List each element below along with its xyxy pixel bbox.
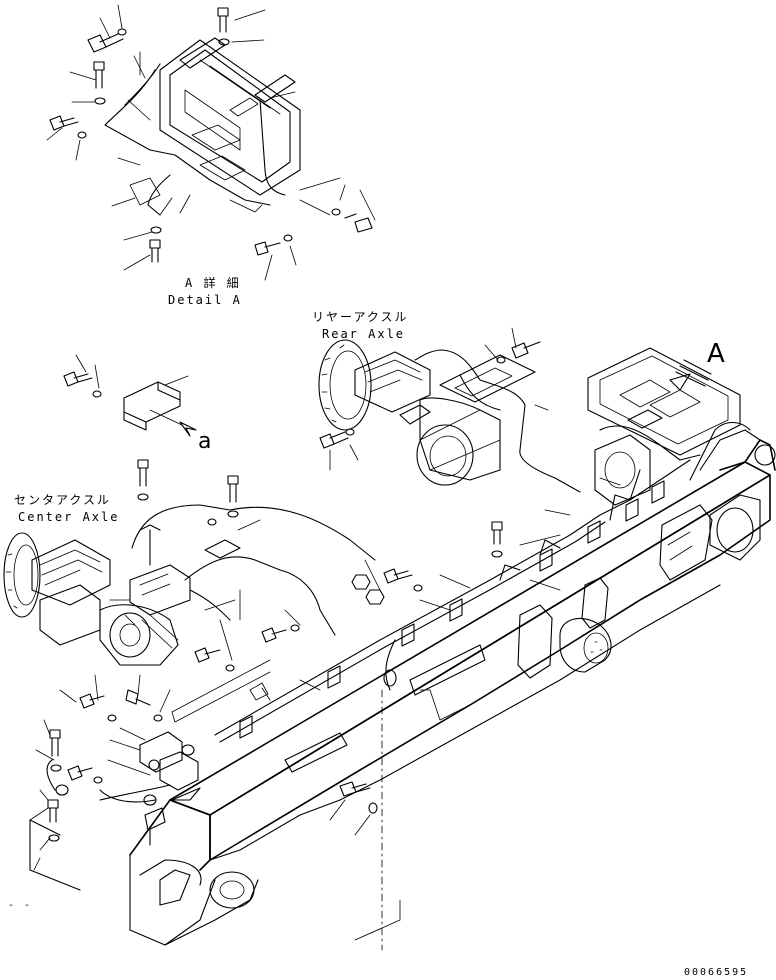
- bolt-icon: [126, 690, 150, 705]
- bolt-icon: [195, 648, 220, 662]
- bolt-icon: [228, 476, 238, 502]
- bolt-icon: [48, 800, 58, 822]
- view-a-marker: A: [670, 339, 725, 390]
- bolt-icon: [80, 694, 104, 708]
- bolt-icon: [340, 782, 370, 796]
- center-axle-en-label: Center Axle: [18, 510, 119, 524]
- center-axle-jp-label: センタアクスル: [14, 493, 111, 507]
- bolt-icon: [88, 34, 123, 52]
- detail-a-jp-label: A 詳 細: [185, 275, 241, 290]
- bolt-icon: [492, 522, 502, 544]
- detail-a-en-label: Detail A: [168, 293, 242, 307]
- rear-axle-assembly: リヤーアクスル Rear Axle: [312, 310, 580, 492]
- view-a-small-label: a: [198, 429, 211, 454]
- bolt-icon: [345, 214, 372, 232]
- bolt-icon: [218, 8, 228, 32]
- rear-axle-en-label: Rear Axle: [322, 327, 405, 341]
- detail-a-assembly: A 詳 細 Detail A: [47, 5, 375, 307]
- bolt-icon: [50, 730, 60, 756]
- bolt-icon: [320, 432, 348, 448]
- drawing-number: 00066595: [684, 967, 748, 978]
- lower-left-parts: [30, 675, 377, 890]
- rear-axle-jp-label: リヤーアクスル: [312, 310, 409, 324]
- bolt-icon: [384, 569, 412, 583]
- bolt-icon: [512, 342, 540, 358]
- bolt-icon: [262, 628, 286, 642]
- bolt-icon: [50, 116, 78, 130]
- bolt-icon: [138, 460, 148, 486]
- bracket-a-assembly: a: [64, 355, 211, 454]
- control-box-assembly: [588, 348, 740, 505]
- brake-pipe-run: [172, 460, 690, 742]
- bolt-icon: [64, 372, 92, 386]
- bolt-icon: [94, 62, 104, 88]
- view-a-label: A: [707, 339, 725, 369]
- main-frame: [130, 423, 775, 951]
- bolt-icon: [150, 240, 160, 262]
- bolt-icon: [68, 766, 92, 780]
- center-axle-assembly: センタアクスル Center Axle: [4, 460, 375, 665]
- bolt-icon: [255, 242, 280, 255]
- corner-mark: - -: [8, 900, 32, 911]
